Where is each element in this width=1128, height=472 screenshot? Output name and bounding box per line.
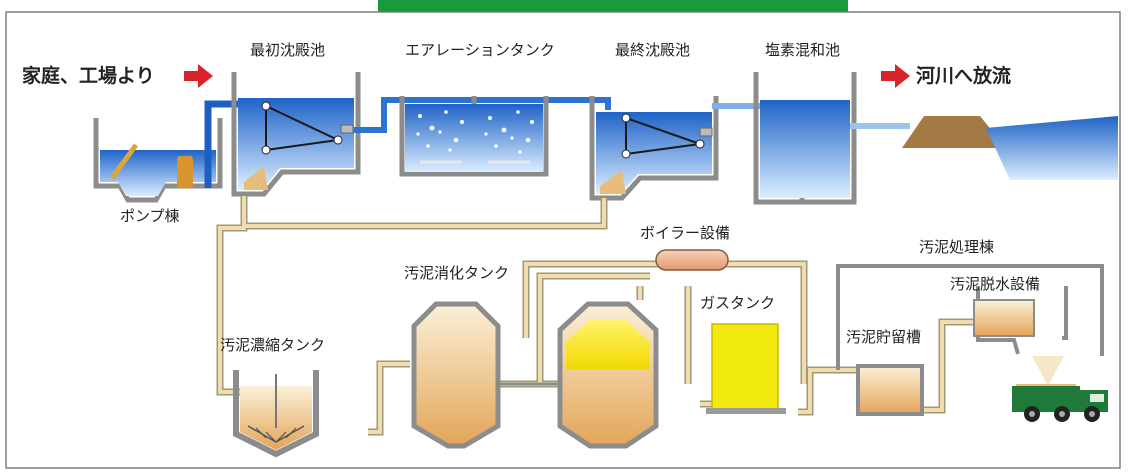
boiler [655, 249, 729, 271]
digester-1 [411, 301, 501, 449]
chlorine-tank [753, 72, 857, 205]
air-bubbles [416, 110, 534, 154]
sludge-building [836, 264, 1104, 386]
pump-house [93, 118, 223, 203]
top-banner [378, 0, 848, 12]
pump-house-label: ポンプ棟 [120, 207, 180, 225]
final-clarifier [589, 96, 719, 201]
dewatering-label: 汚泥脱水設備 [950, 275, 1041, 293]
screen-bar [109, 143, 139, 180]
thickener-tank [233, 370, 319, 458]
storage-label: 汚泥貯留槽 [846, 328, 922, 346]
sludge-building-label: 汚泥処理棟 [919, 238, 995, 256]
inlet-label: 家庭、工場より [22, 65, 155, 87]
gas-tank-label: ガスタンク [700, 294, 776, 312]
aeration-tank [399, 96, 549, 177]
outlet-label: 河川へ放流 [916, 65, 1012, 87]
chlorine-tank-label: 塩素混和池 [765, 41, 841, 59]
river [902, 116, 1118, 180]
primary-clarifier-label: 最初沈殿池 [250, 41, 326, 59]
gas-tank [706, 323, 786, 414]
final-clarifier-label: 最終沈殿池 [615, 41, 691, 59]
storage-tank [856, 364, 924, 416]
boiler-label: ボイラー設備 [640, 224, 731, 242]
digester-2 [557, 301, 659, 449]
digester-label: 汚泥消化タンク [404, 264, 510, 282]
inlet-arrow-icon [184, 64, 213, 88]
pump-icon [177, 156, 193, 188]
outlet-arrow-icon [881, 64, 910, 88]
aeration-tank-label: エアレーションタンク [405, 41, 555, 59]
pipe-to-aeration [354, 97, 611, 133]
thickener-label: 汚泥濃縮タンク [220, 336, 326, 354]
primary-clarifier [231, 72, 361, 197]
frame [5, 11, 1121, 469]
dump-truck-icon [1012, 384, 1108, 422]
